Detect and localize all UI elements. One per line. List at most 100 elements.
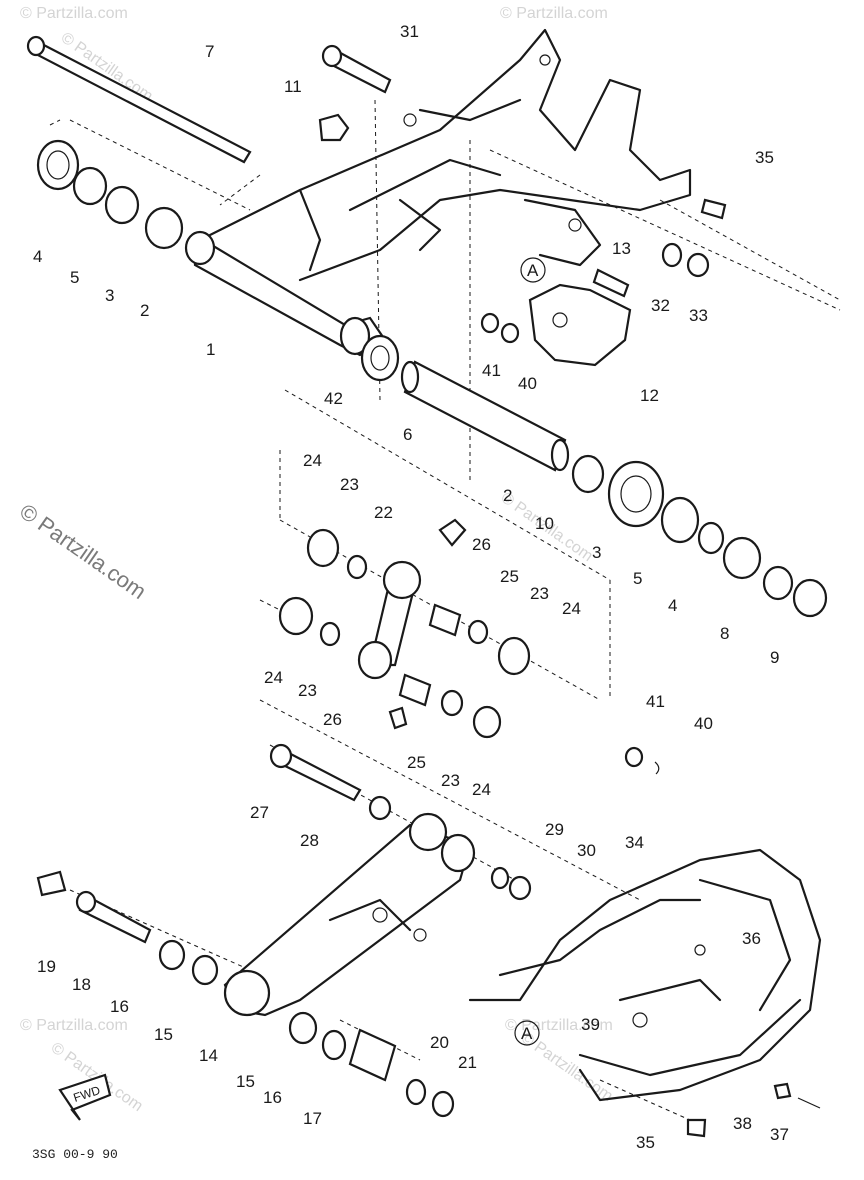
bolt-part-19: [36, 870, 67, 897]
ref-marker-a-lower-text: A: [521, 1024, 533, 1043]
washer-parts-32-33: [661, 242, 710, 278]
label-part-1: 1: [206, 340, 215, 359]
label-part-24-d: 24: [472, 780, 491, 799]
label-part-25-b: 25: [407, 753, 426, 772]
label-part-17: 17: [303, 1109, 322, 1128]
label-part-7: 7: [205, 42, 214, 61]
bolt-part-13: [592, 268, 630, 298]
bushing-stack-right: [571, 454, 828, 618]
label-part-24-b: 24: [562, 599, 581, 618]
bolt-part-18: [75, 890, 152, 944]
label-part-15-lower: 15: [236, 1072, 255, 1091]
watermark-faint-top-right: © Partzilla.com: [500, 5, 608, 22]
guard-part-34: [468, 848, 822, 1102]
washer-parts-29-30: [490, 866, 532, 901]
label-part-24-a: 24: [303, 451, 322, 470]
label-part-27: 27: [250, 803, 269, 822]
label-part-24-c: 24: [264, 668, 283, 687]
label-part-30: 30: [577, 841, 596, 860]
bottom-bushings: [288, 1011, 455, 1118]
label-part-20: 20: [430, 1033, 449, 1052]
label-part-5-upper: 5: [70, 268, 79, 287]
label-part-14: 14: [199, 1046, 218, 1065]
label-part-34: 34: [625, 833, 644, 852]
bushing-part-28: [368, 795, 392, 821]
bolt-part-35-upper: [700, 198, 727, 220]
label-part-31: 31: [400, 22, 419, 41]
chain-guide-part-12: [528, 283, 632, 367]
label-part-23-a: 23: [340, 475, 359, 494]
label-part-4-upper: 4: [33, 247, 42, 266]
label-part-35-upper: 35: [755, 148, 774, 167]
swing-arm-part-1: [184, 28, 692, 357]
label-part-2-lower: 2: [503, 486, 512, 505]
label-part-38: 38: [733, 1114, 752, 1133]
watermark-faint-bottom-right: © Partzilla.com: [505, 1017, 613, 1034]
label-part-6: 6: [403, 425, 412, 444]
label-part-15-upper: 15: [154, 1025, 173, 1044]
label-part-28: 28: [300, 831, 319, 850]
label-part-36: 36: [742, 929, 761, 948]
label-part-39: 39: [581, 1015, 600, 1034]
label-part-29: 29: [545, 820, 564, 839]
label-part-12: 12: [640, 386, 659, 405]
nut-part-38: [773, 1082, 792, 1100]
bolt-part-31: [321, 44, 392, 94]
bolt-part-37: [797, 1097, 821, 1109]
relay-link-part-22: [357, 560, 422, 680]
label-part-26-b: 26: [323, 710, 342, 729]
bolt-part-27: [269, 743, 362, 802]
label-part-10: 10: [535, 514, 554, 533]
washer-parts-41-40-upper: [480, 312, 520, 344]
watermark-main: © Partzilla.com: [15, 499, 151, 605]
part-number-labels: 7 31 11 35 4 5 3 2 13 32 33 1 41 40 12 4…: [33, 22, 789, 1152]
shaft-part-7: [26, 35, 252, 164]
grease-fitting-part-26-upper: [438, 518, 467, 547]
label-part-16-upper: 16: [110, 997, 129, 1016]
label-part-40-lower: 40: [694, 714, 713, 733]
label-part-40-upper: 40: [518, 374, 537, 393]
label-part-19: 19: [37, 957, 56, 976]
collar-part-6: [400, 360, 570, 472]
label-part-3-lower: 3: [592, 543, 601, 562]
label-part-16-lower: 16: [263, 1088, 282, 1107]
bearing-part-42: [360, 334, 400, 382]
label-part-33: 33: [689, 306, 708, 325]
washer-parts-41-40-lower: [624, 746, 660, 775]
ref-marker-a-upper: A: [520, 257, 546, 283]
label-part-32: 32: [651, 296, 670, 315]
watermark-faint-lower-right-diagonal: © Partzilla.com: [518, 1029, 616, 1105]
bushings-parts-16-15-left: [158, 939, 219, 986]
watermark-faint-top-left: © Partzilla.com: [20, 5, 128, 22]
connecting-rod-part-14: [223, 812, 476, 1017]
label-part-9: 9: [770, 648, 779, 667]
label-part-37: 37: [770, 1125, 789, 1144]
label-part-11: 11: [284, 77, 302, 96]
label-part-2-upper: 2: [140, 301, 149, 320]
link-bushings: [278, 528, 531, 739]
label-part-22: 22: [374, 503, 393, 522]
label-part-42: 42: [324, 389, 343, 408]
label-part-3-upper: 3: [105, 286, 114, 305]
bolt-part-35-lower: [686, 1118, 707, 1138]
label-part-41-lower: 41: [646, 692, 665, 711]
grease-fitting-part-26-lower: [388, 706, 408, 730]
ref-marker-a-upper-text: A: [527, 261, 539, 280]
label-part-25-a: 25: [500, 567, 519, 586]
label-part-35-lower: 35: [636, 1133, 655, 1152]
label-part-26-a: 26: [472, 535, 491, 554]
label-part-8: 8: [720, 624, 729, 643]
bushing-stack-upper-left: [36, 139, 184, 250]
label-part-41-upper: 41: [482, 361, 501, 380]
nut-part-11: [318, 113, 350, 142]
ref-marker-a-lower: A: [514, 1020, 540, 1046]
label-part-21: 21: [458, 1053, 477, 1072]
forward-arrow: FWD: [58, 1073, 112, 1121]
label-part-23-d: 23: [441, 771, 460, 790]
label-part-13: 13: [612, 239, 631, 258]
label-part-18: 18: [72, 975, 91, 994]
label-part-5-lower: 5: [633, 569, 642, 588]
label-part-23-c: 23: [298, 681, 317, 700]
label-part-4-lower: 4: [668, 596, 677, 615]
